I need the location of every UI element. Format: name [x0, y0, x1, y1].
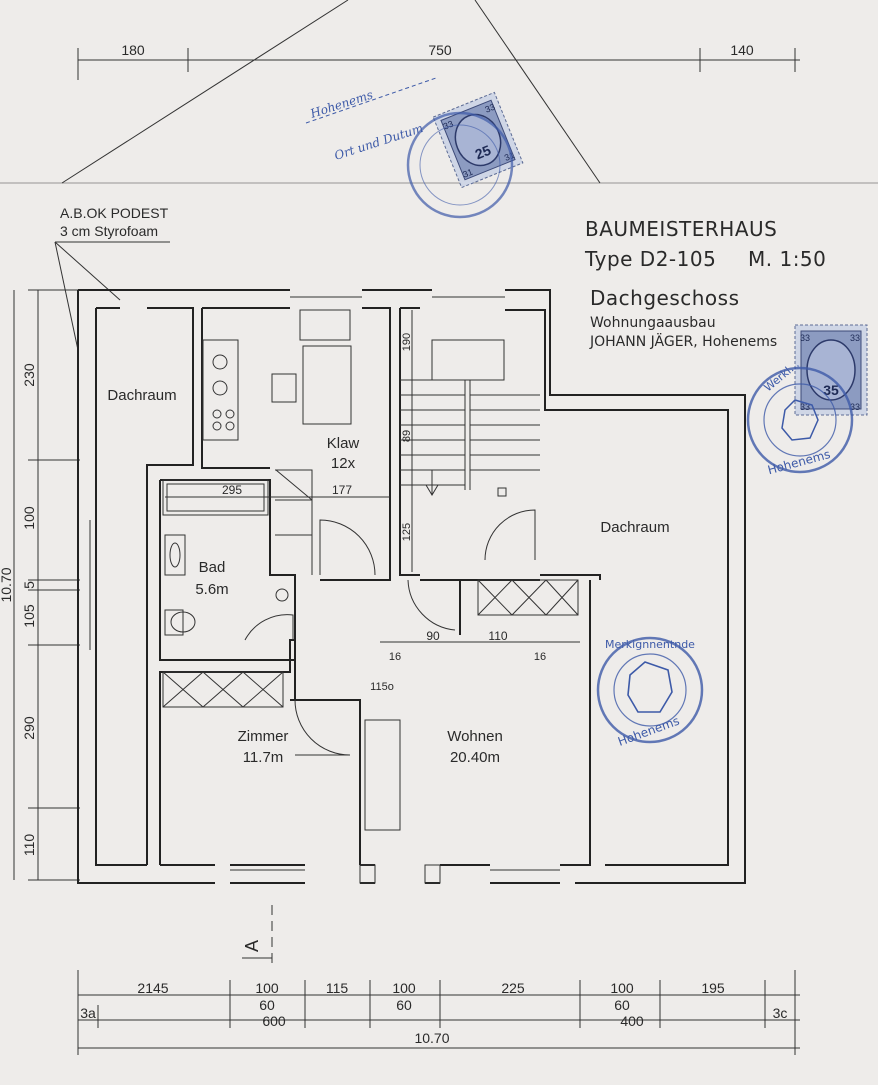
outer-walls	[77, 289, 746, 884]
dim-bottom-225: 225	[501, 980, 525, 996]
wardrobes	[162, 579, 579, 831]
room-klaw-area: 12x	[331, 455, 356, 472]
dim-bottom-60b: 60	[396, 997, 412, 1013]
room-labels: Dachraum Dachraum Klaw 12x Bad 5.6m Zimm…	[107, 387, 669, 766]
dim-bottom-60c: 60	[614, 997, 630, 1013]
handwritten-date: Ort und Dutum	[333, 121, 425, 163]
title-owner: JOHANN JÄGER, Hohenems	[589, 332, 777, 350]
stamp-right-corner-1: 33	[800, 333, 810, 343]
dim-door-110: 110	[488, 629, 507, 643]
podest-note: A.B.OK PODEST 3 cm Styrofoam	[54, 205, 170, 351]
dim-stair-89: 89	[401, 430, 413, 442]
stamp-right-corner-2: 33	[850, 333, 860, 343]
dim-left-100: 100	[21, 506, 37, 530]
dim-stair-125: 125	[401, 523, 413, 541]
handwritten-note: Hohenems Ort und Dutum	[305, 77, 437, 163]
dim-left-110: 110	[21, 834, 37, 857]
stamp-top-corner-2: 33	[483, 102, 496, 115]
dim-door-90: 90	[426, 629, 440, 643]
dim-top-180: 180	[121, 42, 145, 58]
dim-bottom-600: 600	[262, 1013, 286, 1029]
dim-left-total: 10.70	[0, 567, 14, 602]
dim-bottom-total: 10.70	[414, 1030, 449, 1046]
dim-left-230: 230	[21, 363, 37, 387]
dim-bottom-100b: 100	[392, 980, 416, 996]
kitchen-fixtures	[202, 309, 352, 575]
room-klaw-name: Klaw	[327, 435, 360, 452]
title-scale: M. 1:50	[748, 247, 826, 271]
dim-hall-177: 177	[332, 483, 352, 497]
title-line-1: BAUMEISTERHAUS	[585, 217, 777, 241]
room-zimmer-name: Zimmer	[238, 728, 289, 745]
postage-stamp-top: 25 33 33 31 31	[432, 91, 524, 189]
title-line-2: Type D2-105	[584, 247, 716, 271]
dim-bottom-60a: 60	[259, 997, 275, 1013]
stamp-right-value: 35	[823, 382, 839, 398]
interior-dimensions: 295 177 190 89 125 90 110 16 16 115o	[165, 310, 580, 693]
staircase	[400, 339, 540, 497]
room-zimmer-area: 11.7m	[243, 749, 284, 766]
title-block: BAUMEISTERHAUS Type D2-105 M. 1:50 Dachg…	[584, 217, 826, 350]
room-wohnen-area: 20.40m	[450, 749, 500, 766]
dim-115: 115o	[370, 681, 394, 693]
top-dimension-line: 180 750 140	[77, 42, 800, 80]
stamp-right-corner-4: 33	[850, 402, 860, 412]
room-dachraum-right: Dachraum	[600, 519, 669, 536]
interior-walls	[146, 307, 601, 865]
room-wohnen-name: Wohnen	[447, 728, 503, 745]
title-subtitle: Wohnungaausbau	[590, 315, 716, 331]
dim-bottom-3a: 3a	[80, 1005, 96, 1021]
stamp-top-value: 25	[473, 142, 494, 163]
dim-bath-295: 295	[222, 483, 242, 497]
podest-line-2: 3 cm Styrofoam	[60, 223, 158, 239]
seal-center-bottom-text: Hohenems	[616, 714, 681, 749]
dim-bottom-115: 115	[326, 980, 349, 996]
seal-center: Merkignnentnde Hohenems	[596, 636, 704, 749]
dim-stair-190: 190	[401, 333, 413, 351]
dim-bottom-195: 195	[701, 980, 725, 996]
dim-bottom-3c: 3c	[773, 1005, 788, 1021]
dim-16-right: 16	[534, 651, 546, 663]
seal-center-top-text: Merkignnentnde	[605, 638, 695, 651]
dim-bottom-2145: 2145	[137, 980, 168, 996]
podest-line-1: A.B.OK PODEST	[60, 205, 169, 221]
room-bad-area: 5.6m	[195, 581, 228, 598]
dim-bottom-400: 400	[620, 1013, 644, 1029]
section-marker-label: A	[242, 940, 262, 952]
dim-bottom-100c: 100	[610, 980, 634, 996]
dim-16-left: 16	[389, 651, 401, 663]
postage-stamp-right: 35 33 33 33 33	[794, 324, 868, 416]
doors	[244, 509, 536, 756]
handwritten-place: Hohenems	[308, 87, 375, 121]
dim-top-750: 750	[428, 42, 452, 58]
bottom-dimension-chain: 2145 100 115 100 225 100 195 60 60 60 3a…	[77, 970, 800, 1055]
dim-bottom-100a: 100	[255, 980, 279, 996]
section-marker: A	[242, 905, 273, 965]
dim-left-105: 105	[21, 604, 37, 628]
room-dachraum-left: Dachraum	[107, 387, 176, 404]
postmark-top	[406, 111, 514, 219]
left-dimension-chain: 230 100 10.70 5 105 290 110	[0, 289, 80, 881]
dim-left-290: 290	[21, 716, 37, 740]
title-floor: Dachgeschoss	[590, 286, 740, 310]
dim-left-5: 5	[21, 581, 37, 589]
room-bad-name: Bad	[199, 559, 226, 576]
dim-top-140: 140	[730, 42, 754, 58]
stamp-top-corner-3: 31	[461, 167, 474, 180]
stamp-right-corner-3: 33	[800, 402, 810, 412]
roof-outline	[0, 0, 878, 184]
